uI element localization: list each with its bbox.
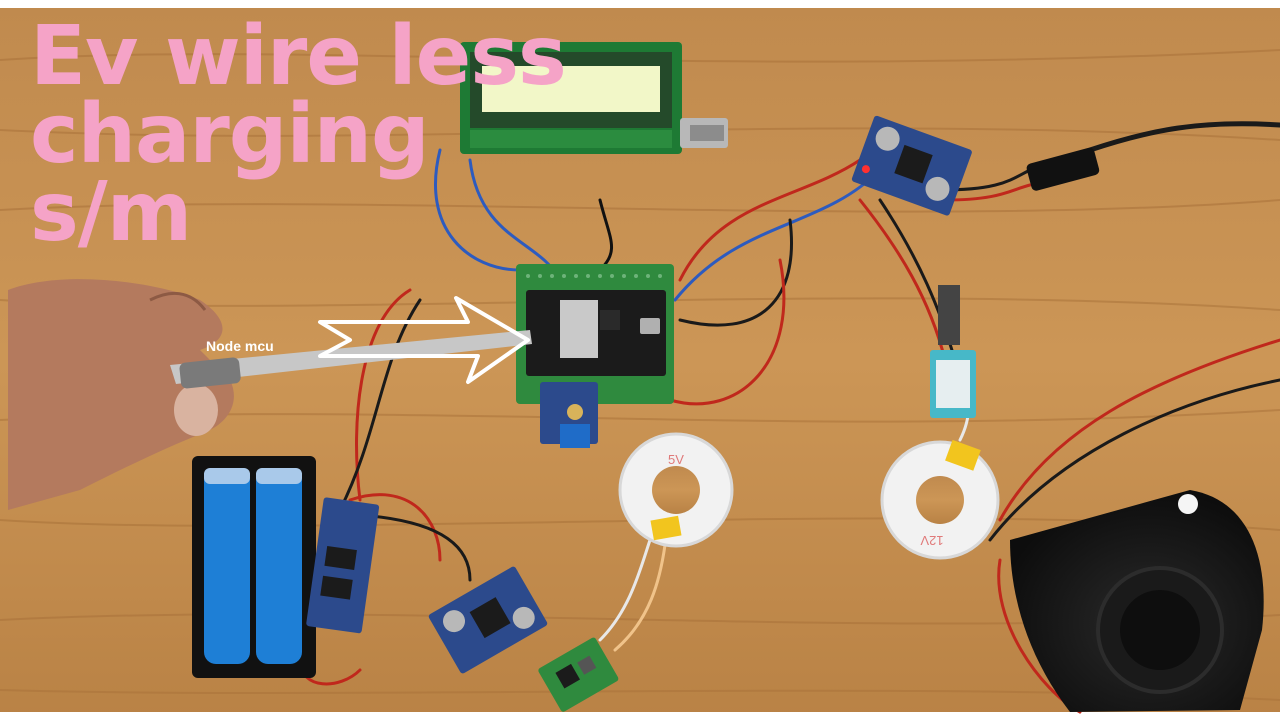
coil-12v-label: 12V — [920, 533, 943, 548]
coil-5v-label: 5V — [668, 452, 684, 467]
arrow-annotation-icon — [318, 296, 530, 384]
overlay-title: Ev wire less charging s/m — [30, 9, 567, 260]
bottom-border — [0, 712, 1280, 720]
nodemcu-caption: Node mcu — [206, 338, 274, 354]
dc-barrel-jack — [1026, 147, 1100, 191]
coil-5v: 5V — [618, 432, 734, 548]
bms-board — [306, 497, 380, 634]
blower-fan — [1010, 490, 1264, 712]
buck-converter-bottom — [428, 566, 548, 674]
top-border — [0, 0, 1280, 8]
lcd-display — [460, 42, 682, 154]
nodemcu-board — [516, 264, 674, 404]
wireless-tx-module — [538, 637, 619, 712]
battery-holder — [192, 456, 316, 678]
coil-12v: 12V — [880, 439, 1000, 560]
voltage-sensor — [540, 382, 598, 448]
dht-sensor — [930, 285, 976, 418]
usb-plug — [680, 118, 728, 148]
buck-converter-top — [851, 115, 972, 216]
